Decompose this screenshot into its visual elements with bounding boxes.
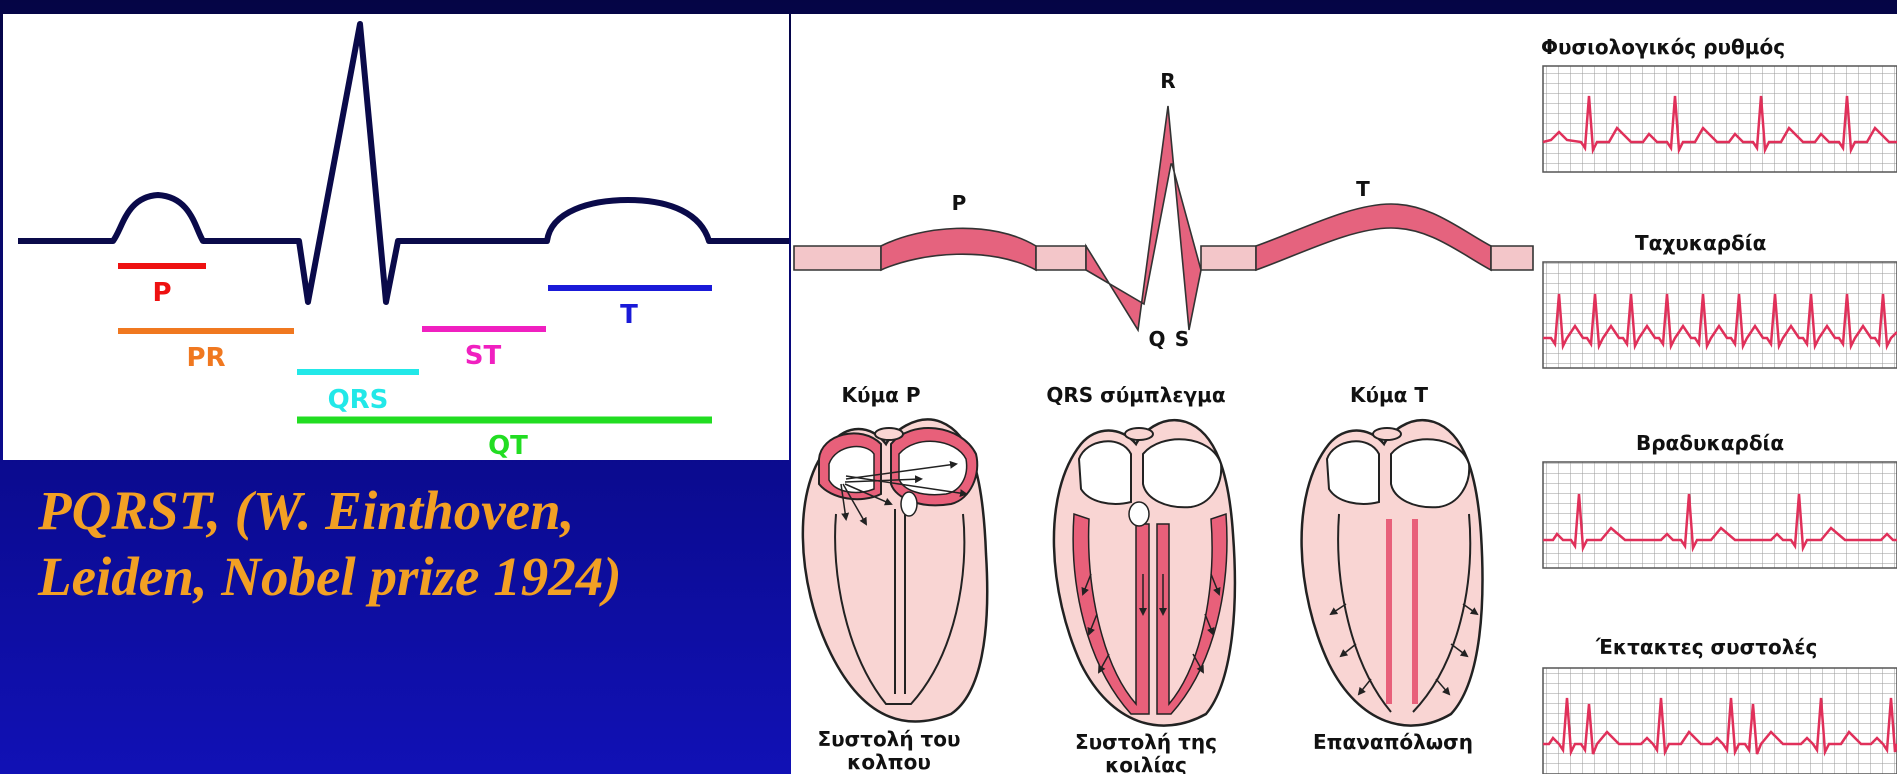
t-wave-ribbon <box>1256 204 1491 270</box>
heart-phase-title-p: Κύμα P <box>841 383 920 407</box>
right-atrium-chamber <box>1143 439 1221 507</box>
heart-phase-caption-p-line1: Συστολή του <box>817 727 960 751</box>
slide-caption: PQRST, (W. Einthoven, Leiden, Nobel priz… <box>38 478 778 610</box>
t-interval-label: T <box>620 300 638 330</box>
r-wave-label: R <box>1160 69 1175 93</box>
atrium-inner-right <box>899 441 967 494</box>
sinoatrial-node <box>901 492 917 516</box>
heart-diagram-ventricular-systole <box>1054 420 1235 725</box>
ribbon-baseline-st <box>1201 246 1256 270</box>
st-interval-label: ST <box>465 341 502 371</box>
heart-phase-caption-p-line2: κολπου <box>847 750 931 774</box>
qrs-interval-label: QRS <box>328 385 389 415</box>
cardiac-cycle-figure: R P T Q S Κύμα P QRS σύμπλεγμα Κύμα T <box>791 14 1897 774</box>
heart-diagram-repolarization <box>1302 420 1483 725</box>
aorta-opening <box>1373 428 1401 440</box>
ecg-interval-diagram: P PR QRS ST T QT <box>3 14 789 460</box>
heart-phase-title-qrs: QRS σύμπλεγμα <box>1046 383 1225 407</box>
rhythm-grid-bradycardia <box>1543 462 1897 568</box>
rhythm-label-tachycardia: Ταχυκαρδία <box>1635 231 1766 255</box>
left-atrium-chamber <box>1327 441 1379 504</box>
p-interval-label: P <box>152 278 171 308</box>
ecg-interval-svg: P PR QRS ST T QT <box>3 14 789 460</box>
rhythm-grid-normal <box>1543 66 1897 172</box>
left-atrium-chamber <box>1079 441 1131 504</box>
p-wave-ribbon <box>881 228 1036 270</box>
heart-phase-caption-qrs-line1: Συστολή της <box>1075 730 1217 754</box>
rhythm-label-extrasystoles: Έκτακτες συστολές <box>1595 635 1817 659</box>
ribbon-baseline-right <box>1491 246 1533 270</box>
aorta-opening <box>1125 428 1153 440</box>
rhythm-grid-extrasystoles <box>1543 668 1897 774</box>
t-wave-label: T <box>1356 177 1370 201</box>
q-wave-label: Q <box>1148 327 1165 351</box>
ecg-trace-line <box>18 24 789 302</box>
qrs-complex-ribbon <box>1086 106 1201 330</box>
av-node <box>1129 502 1149 526</box>
ecg-ribbon-waveform: R P T Q S <box>794 69 1533 351</box>
rhythm-label-bradycardia: Βραδυκαρδία <box>1636 431 1784 455</box>
qt-interval-label: QT <box>488 431 528 460</box>
heart-diagram-atrial-systole <box>803 419 987 721</box>
cardiac-cycle-svg: R P T Q S Κύμα P QRS σύμπλεγμα Κύμα T <box>791 14 1897 774</box>
s-wave-label: S <box>1175 327 1189 351</box>
atrium-inner-left <box>829 447 874 493</box>
ribbon-baseline-pq <box>1036 246 1086 270</box>
rhythm-label-normal: Φυσιολογικός ρυθμός <box>1541 35 1785 59</box>
heart-phase-title-t: Κύμα T <box>1350 383 1428 407</box>
heart-phase-caption-t-line1: Επαναπόλωση <box>1313 730 1473 754</box>
p-wave-label: P <box>952 191 967 215</box>
caption-line-1: PQRST, (W. Einthoven, <box>38 478 778 544</box>
aorta-opening <box>875 428 903 440</box>
caption-line-2: Leiden, Nobel prize 1924) <box>38 544 778 610</box>
pr-interval-label: PR <box>186 343 225 373</box>
ribbon-baseline-left <box>794 246 881 270</box>
heart-phase-caption-qrs-line2: κοιλίας <box>1105 753 1187 774</box>
right-atrium-chamber <box>1391 439 1469 507</box>
